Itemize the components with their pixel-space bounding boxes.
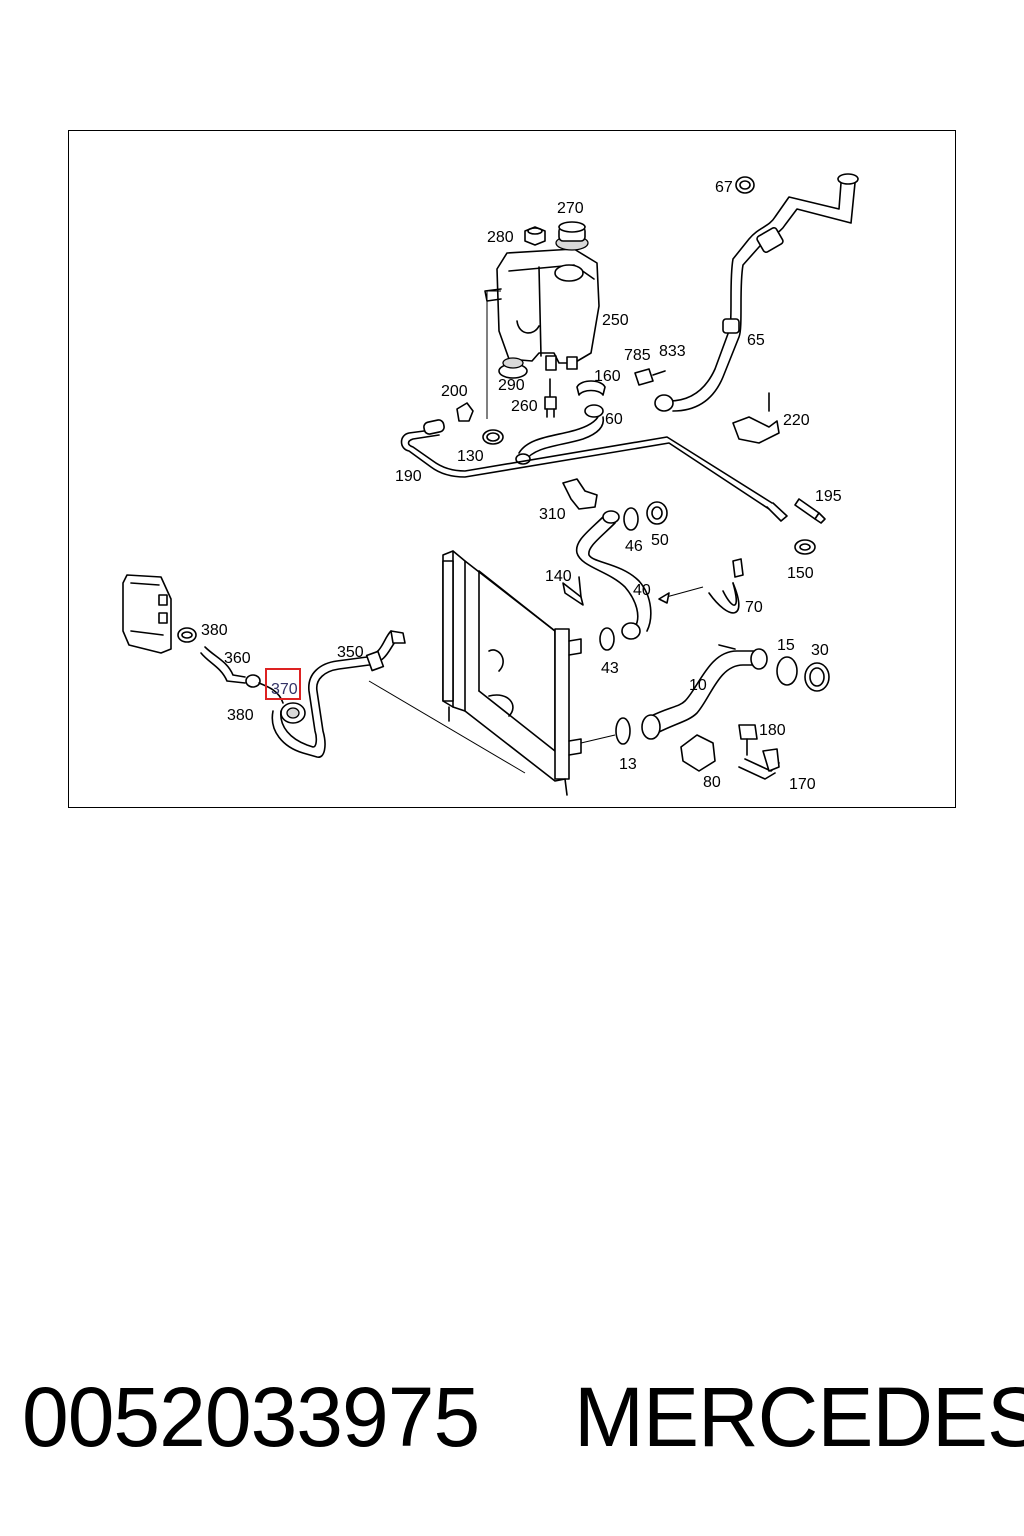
- clamp-67-drawing: [735, 176, 755, 194]
- callout-290[interactable]: 290: [498, 377, 525, 394]
- highlight-box-370: [265, 668, 301, 700]
- o-ring-13-drawing: [615, 717, 631, 745]
- pipe-190-drawing: [400, 290, 788, 522]
- callout-350[interactable]: 350: [337, 644, 364, 661]
- leader-13: [580, 734, 616, 744]
- clamp-370-drawing: [245, 674, 261, 688]
- callout-15[interactable]: 15: [777, 637, 795, 654]
- callout-270[interactable]: 270: [557, 200, 584, 217]
- callout-310[interactable]: 310: [539, 506, 566, 523]
- bolt-180-drawing: [738, 724, 758, 756]
- callout-190[interactable]: 190: [395, 468, 422, 485]
- callout-370[interactable]: 370: [271, 681, 298, 698]
- bracket-80-drawing: [680, 734, 716, 772]
- callout-80[interactable]: 80: [703, 774, 721, 791]
- expansion-tank-drawing: [484, 248, 600, 371]
- pipe-170-drawing: [738, 748, 780, 780]
- clamp-30-drawing: [804, 662, 830, 692]
- cooling-system-parts-diagram: 270 280 67 250 65 785 833 290 160 200 26…: [122, 173, 859, 796]
- callout-50[interactable]: 50: [651, 532, 669, 549]
- callout-260[interactable]: 260: [511, 398, 538, 415]
- control-unit-drawing: [122, 574, 172, 654]
- callout-380-lower[interactable]: 380: [227, 707, 254, 724]
- part-number: 0052033975: [22, 1370, 480, 1464]
- o-ring-15-drawing: [776, 656, 798, 686]
- callout-46[interactable]: 46: [625, 538, 643, 555]
- hose-360-drawing: [200, 646, 246, 684]
- clamp-380-lower-drawing: [280, 702, 306, 724]
- clamp-160-drawing: [576, 380, 606, 396]
- callout-180[interactable]: 180: [759, 722, 786, 739]
- clamp-130-drawing: [482, 429, 504, 445]
- callout-170[interactable]: 170: [789, 776, 816, 793]
- callout-40[interactable]: 40: [633, 582, 651, 599]
- callout-labels: 270 280 67 250 65 785 833 290 160 200 26…: [201, 179, 842, 793]
- radiator-drawing: [368, 550, 582, 796]
- callout-200[interactable]: 200: [441, 383, 468, 400]
- cap-270-drawing: [555, 221, 589, 251]
- nut-280-drawing: [524, 226, 546, 246]
- callout-220[interactable]: 220: [783, 412, 810, 429]
- callout-43[interactable]: 43: [601, 660, 619, 677]
- callout-195[interactable]: 195: [815, 488, 842, 505]
- brand-name: MERCEDES: [574, 1370, 1024, 1464]
- o-ring-43-drawing: [599, 627, 615, 651]
- o-ring-46-drawing: [623, 507, 639, 531]
- callout-833[interactable]: 833: [659, 343, 686, 360]
- clamp-50-drawing: [646, 501, 668, 525]
- clamp-380-upper-drawing: [177, 627, 197, 643]
- bolt-195-drawing: [794, 498, 826, 524]
- callout-130[interactable]: 130: [457, 448, 484, 465]
- connector-785-833-drawing: [634, 368, 666, 386]
- sensor-220-drawing: [732, 392, 780, 444]
- grommet-290-drawing: [498, 357, 528, 379]
- sensor-260-drawing: [544, 378, 557, 418]
- callout-70[interactable]: 70: [745, 599, 763, 616]
- bracket-140-drawing: [562, 576, 584, 606]
- clip-200-drawing: [456, 402, 474, 422]
- callout-785[interactable]: 785: [624, 347, 651, 364]
- callout-67[interactable]: 67: [715, 179, 733, 196]
- hose-40-drawing: [575, 510, 652, 640]
- callout-140[interactable]: 140: [545, 568, 572, 585]
- callout-65[interactable]: 65: [747, 332, 765, 349]
- callout-60[interactable]: 60: [605, 411, 623, 428]
- callout-360[interactable]: 360: [224, 650, 251, 667]
- hose-350-drawing: [258, 630, 406, 758]
- parts-diagram-frame: 270 280 67 250 65 785 833 290 160 200 26…: [68, 130, 956, 808]
- callout-30[interactable]: 30: [811, 642, 829, 659]
- clip-310-drawing: [562, 478, 598, 510]
- callout-160[interactable]: 160: [594, 368, 621, 385]
- hose-65-drawing: [654, 173, 859, 412]
- callout-280[interactable]: 280: [487, 229, 514, 246]
- callout-150[interactable]: 150: [787, 565, 814, 582]
- hose-60-drawing: [515, 404, 605, 465]
- callout-13[interactable]: 13: [619, 756, 637, 773]
- callout-10[interactable]: 10: [689, 677, 707, 694]
- callout-380-upper[interactable]: 380: [201, 622, 228, 639]
- footer: 0052033975 MERCEDES: [0, 1362, 1024, 1482]
- clamp-70-drawing: [658, 558, 744, 614]
- callout-250[interactable]: 250: [602, 312, 629, 329]
- hose-10-drawing: [641, 644, 768, 740]
- clamp-150-drawing: [794, 539, 816, 555]
